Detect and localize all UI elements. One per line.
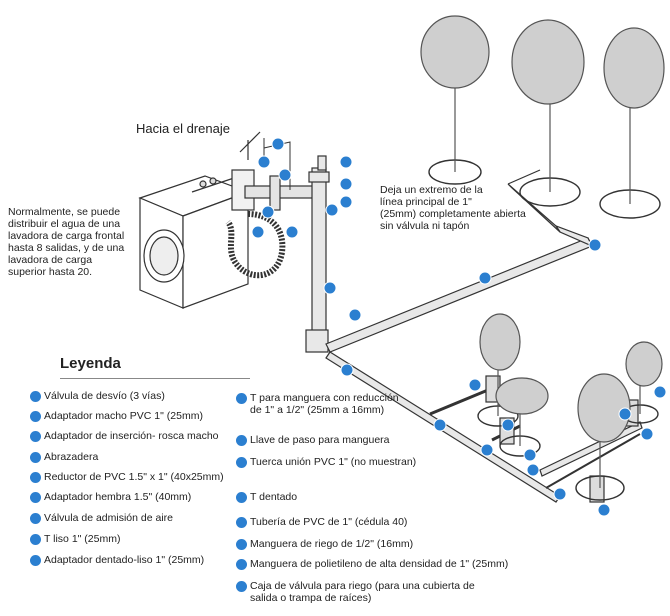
legend-item: Adaptador macho PVC 1" (25mm) (30, 410, 203, 422)
drain-label: Hacia el drenaje (136, 121, 230, 136)
note-right: Deja un extremo de la línea principal de… (380, 184, 526, 232)
component-markers (251, 137, 667, 517)
legend-divider (60, 378, 250, 379)
legend-item: Abrazadera (30, 451, 98, 463)
marker-icon (30, 472, 41, 483)
drain-hose (225, 211, 286, 279)
marker-icon (236, 457, 247, 468)
marker-icon (30, 555, 41, 566)
marker-icon (30, 391, 41, 402)
legend-item: T liso 1" (25mm) (30, 533, 120, 545)
marker-icon (30, 492, 41, 503)
note-left: Normalmente, se puede distribuir el agua… (8, 206, 125, 278)
legend-item: Llave de paso para manguera (236, 434, 390, 446)
trees (420, 15, 665, 488)
legend-item: Caja de válvula para riego (para una cub… (236, 580, 475, 604)
legend-item: Reductor de PVC 1.5" x 1" (40x25mm) (30, 471, 224, 483)
legend-item: Válvula de admisión de aire (30, 512, 173, 524)
pvc-riser (305, 155, 330, 353)
legend-item: Manguera de riego de 1/2" (16mm) (236, 538, 413, 550)
marker-icon (236, 492, 247, 503)
marker-icon (236, 539, 247, 550)
legend-item: T dentado (236, 491, 297, 503)
marker-icon (236, 435, 247, 446)
legend-item: Adaptador dentado-liso 1" (25mm) (30, 554, 204, 566)
legend-item: Adaptador hembra 1.5" (40mm) (30, 491, 191, 503)
legend-item: Válvula de desvío (3 vías) (30, 390, 165, 402)
valve-assembly (231, 131, 316, 211)
marker-icon (30, 411, 41, 422)
legend-item: Tubería de PVC de 1" (cédula 40) (236, 516, 407, 528)
marker-icon (236, 559, 247, 570)
marker-icon (30, 431, 41, 442)
legend-item: Adaptador de inserción- rosca macho (30, 430, 219, 442)
washing-machine (138, 175, 250, 309)
marker-icon (236, 581, 247, 592)
legend-item: Manguera de polietileno de alta densidad… (236, 558, 508, 570)
marker-icon (236, 393, 247, 404)
marker-icon (236, 517, 247, 528)
legend-item: Tuerca unión PVC 1" (no muestran) (236, 456, 416, 468)
marker-icon (30, 513, 41, 524)
marker-icon (30, 534, 41, 545)
legend-title: Leyenda (60, 355, 121, 372)
marker-icon (30, 452, 41, 463)
